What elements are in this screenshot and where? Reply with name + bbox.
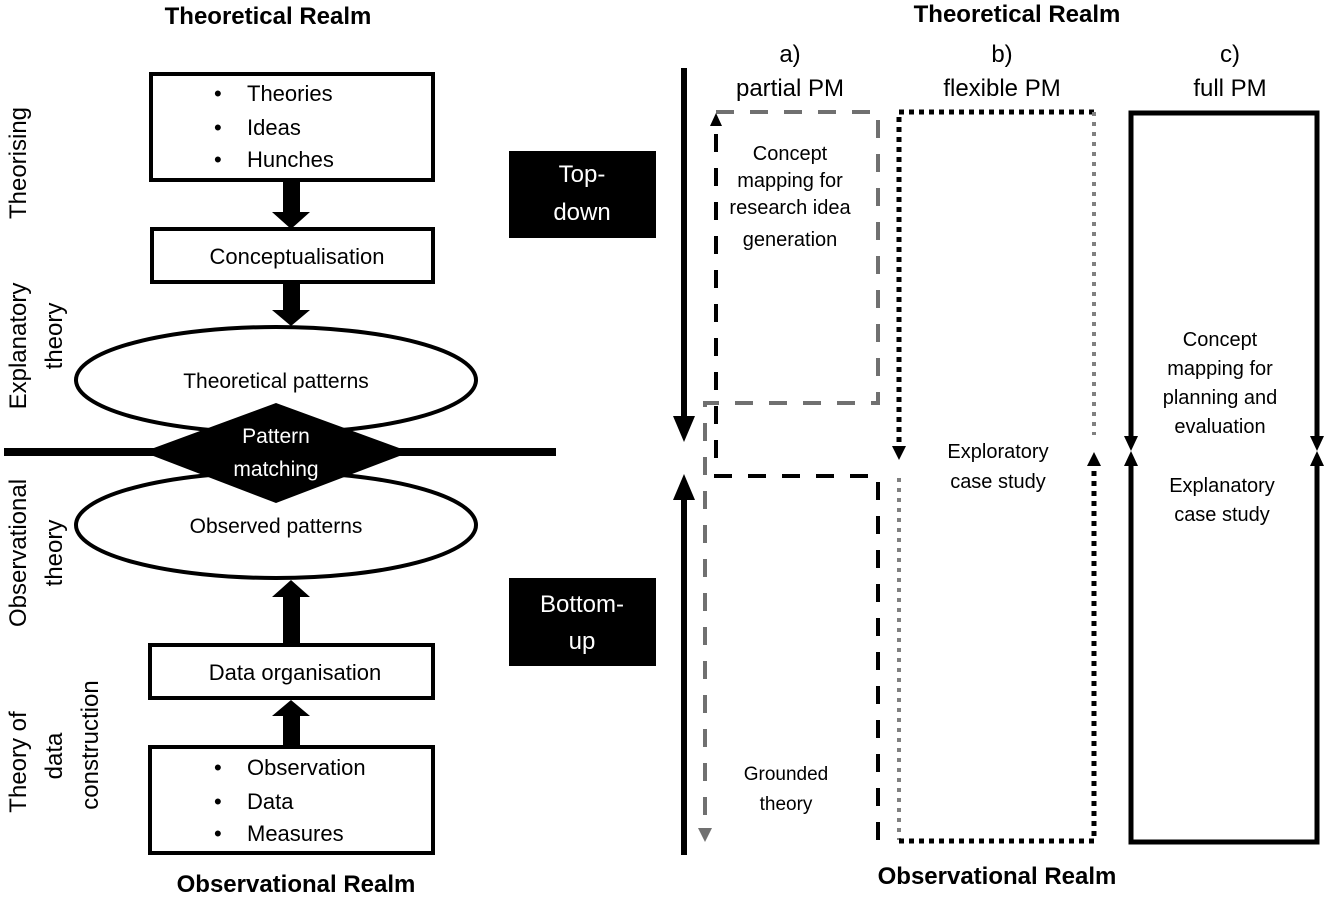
flexible-pm-black-top: [896, 109, 1094, 448]
column-c-upper-label-4: evaluation: [1174, 416, 1265, 438]
column-c-upper-label-1: Concept: [1183, 329, 1258, 351]
pattern-matching-label-1: Pattern: [242, 425, 310, 448]
arrow-down-icon: [1310, 436, 1324, 451]
bullet: •: [214, 821, 222, 846]
list-item-measures: Measures: [247, 821, 344, 846]
arrow-up-icon: [1087, 452, 1101, 466]
theorising-list: • Theories • Ideas • Hunches: [214, 81, 334, 172]
side-label-construction: construction: [77, 680, 104, 809]
column-a-lower-label-1: Grounded: [744, 764, 829, 785]
column-a-upper-label-2: mapping for: [737, 170, 843, 192]
arrow-down-icon: [673, 416, 695, 442]
column-a-letter: a): [779, 41, 800, 68]
side-label-theory-1: theory: [41, 303, 68, 370]
arrow-down-icon: [1124, 436, 1138, 451]
bullet: •: [214, 115, 222, 140]
column-b-name: flexible PM: [943, 75, 1060, 102]
column-c-upper-label-3: planning and: [1163, 387, 1278, 409]
theoretical-patterns-label: Theoretical patterns: [183, 370, 369, 393]
side-label-theorising: Theorising: [5, 107, 32, 219]
theorising-box: [149, 72, 435, 182]
side-label-data: data: [41, 732, 68, 779]
column-b-letter: b): [991, 41, 1012, 68]
arrow-up-icon: [710, 113, 722, 126]
bullet: •: [214, 81, 222, 106]
observation-box: [148, 745, 435, 855]
bullet: •: [214, 789, 222, 814]
list-item-hunches: Hunches: [247, 147, 334, 172]
column-c-name: full PM: [1193, 75, 1266, 102]
side-label-observational-theory: Observational theory: [5, 479, 68, 627]
column-c-upper-label-2: mapping for: [1167, 358, 1273, 380]
bottom-up-badge: [509, 578, 656, 666]
arrow-up-icon: [272, 700, 310, 747]
list-item-theories: Theories: [247, 81, 333, 106]
arrow-up-icon: [1124, 451, 1138, 466]
observed-patterns-label: Observed patterns: [190, 515, 363, 538]
full-pm-bottom-box: [1128, 462, 1320, 845]
pattern-matching-label-2: matching: [233, 458, 318, 481]
conceptualisation-label: Conceptualisation: [210, 244, 385, 269]
side-label-theory-of-data-construction: Theory of data construction: [5, 680, 104, 812]
partial-pm-grey-path: [703, 110, 880, 835]
arrow-up-icon: [272, 580, 310, 646]
bullet: •: [214, 147, 222, 172]
top-down-label-2: down: [553, 199, 610, 226]
top-down-badge: [509, 151, 656, 238]
arrow-down-icon: [892, 446, 906, 460]
column-a-upper-label-1: Concept: [753, 143, 828, 165]
pattern-matching-diamond: [143, 403, 410, 503]
side-label-theory-of: Theory of: [5, 711, 32, 813]
right-panel: Theoretical Realm Top- down Bottom- up a…: [509, 1, 1324, 890]
partial-pm-black-path: [714, 124, 880, 840]
column-c-full-pm: Concept mapping for planning and evaluat…: [1124, 110, 1324, 845]
arrow-up-icon: [673, 474, 695, 500]
side-label-explanatory-theory: Explanatory theory: [5, 283, 68, 410]
top-down-label-1: Top-: [559, 161, 606, 188]
list-item-ideas: Ideas: [247, 115, 301, 140]
column-b-label-1: Exploratory: [947, 441, 1048, 463]
left-top-title: Theoretical Realm: [165, 3, 372, 30]
observation-list: • Observation • Data • Measures: [214, 755, 366, 846]
full-pm-top-box: [1128, 110, 1320, 440]
arrow-down-icon: [698, 828, 712, 842]
side-label-theorising-text: Theorising: [5, 107, 32, 219]
column-a-lower-label-2: theory: [760, 794, 813, 815]
column-a-upper-label-4: generation: [743, 229, 838, 251]
column-c-letter: c): [1220, 41, 1240, 68]
column-a-name: partial PM: [736, 75, 844, 102]
data-organisation-box: [148, 643, 435, 700]
column-a-partial-pm: Concept mapping for research idea genera…: [698, 110, 880, 842]
side-label-observational: Observational: [5, 479, 32, 627]
data-organisation-label: Data organisation: [209, 660, 381, 685]
arrow-up-icon: [1310, 451, 1324, 466]
left-bottom-title: Observational Realm: [177, 871, 416, 897]
bottom-up-label-2: up: [569, 628, 596, 655]
side-label-theory-2: theory: [41, 520, 68, 587]
conceptualisation-box: [150, 227, 435, 284]
column-c-lower-label-2: case study: [1174, 504, 1270, 526]
column-b-label-2: case study: [950, 471, 1046, 493]
bullet: •: [214, 755, 222, 780]
right-bottom-title: Observational Realm: [878, 863, 1117, 890]
left-panel: Theoretical Realm Theorising Explanatory…: [4, 3, 556, 897]
side-label-explanatory: Explanatory: [5, 283, 32, 410]
arrow-down-icon: [272, 181, 310, 229]
column-a-upper-label-3: research idea: [729, 197, 851, 219]
flexible-pm-black-bottom: [899, 464, 1097, 844]
bottom-up-label-1: Bottom-: [540, 591, 624, 618]
list-item-data: Data: [247, 789, 294, 814]
list-item-observation: Observation: [247, 755, 366, 780]
arrow-down-icon: [272, 283, 310, 326]
column-b-flexible-pm: Exploratory case study: [892, 109, 1101, 844]
column-c-lower-label-1: Explanatory: [1169, 475, 1275, 497]
right-top-title: Theoretical Realm: [914, 1, 1121, 28]
